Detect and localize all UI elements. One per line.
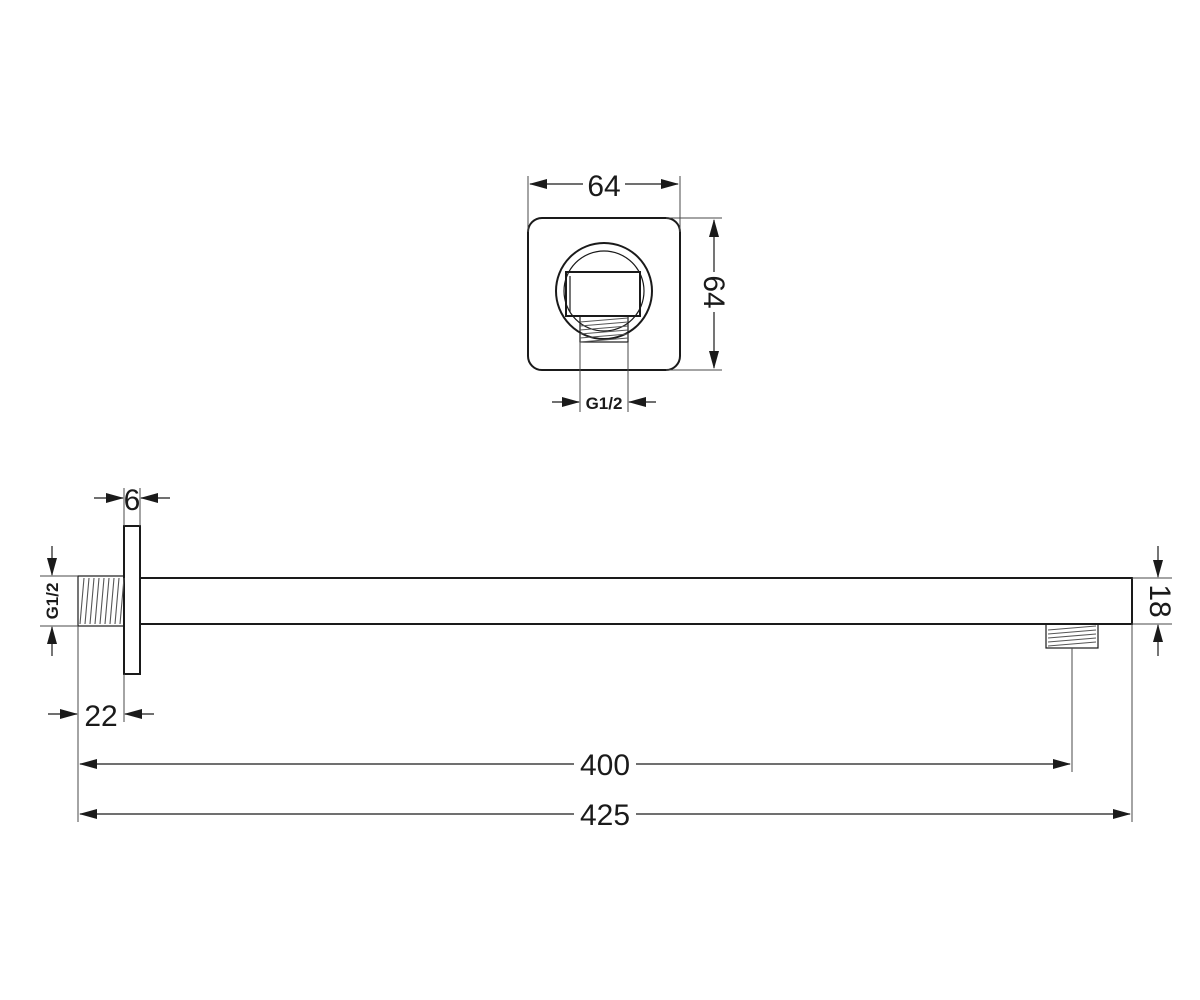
front-thread-hatch (579, 317, 629, 343)
outlet-body (565, 271, 641, 317)
wall-thread (77, 575, 125, 627)
outlet-circle (555, 242, 653, 340)
overall-length-label: 425 (580, 799, 630, 832)
outlet-inner-circle (563, 250, 645, 332)
wall-flange (123, 525, 141, 675)
arm-height-label: 18 (1143, 584, 1176, 617)
outlet-distance-label: 400 (580, 749, 630, 782)
plate-height-label: 64 (697, 275, 730, 308)
flange-thickness-label: 6 (124, 484, 141, 517)
thread-length-label: 22 (84, 700, 117, 733)
outlet-thread-hatch (1047, 625, 1097, 647)
front-thread-label: G1/2 (586, 394, 623, 413)
side-view: 6 G1/2 22 18 400 425 (40, 484, 1176, 832)
plate-width-label: 64 (587, 170, 620, 203)
side-thread-label: G1/2 (43, 583, 62, 620)
shower-arm (139, 577, 1133, 625)
front-view: 64 64 G1/2 (527, 168, 730, 413)
wall-plate-outline (527, 217, 681, 371)
wall-thread-hatch (79, 577, 125, 625)
front-thread-stub (579, 315, 629, 343)
